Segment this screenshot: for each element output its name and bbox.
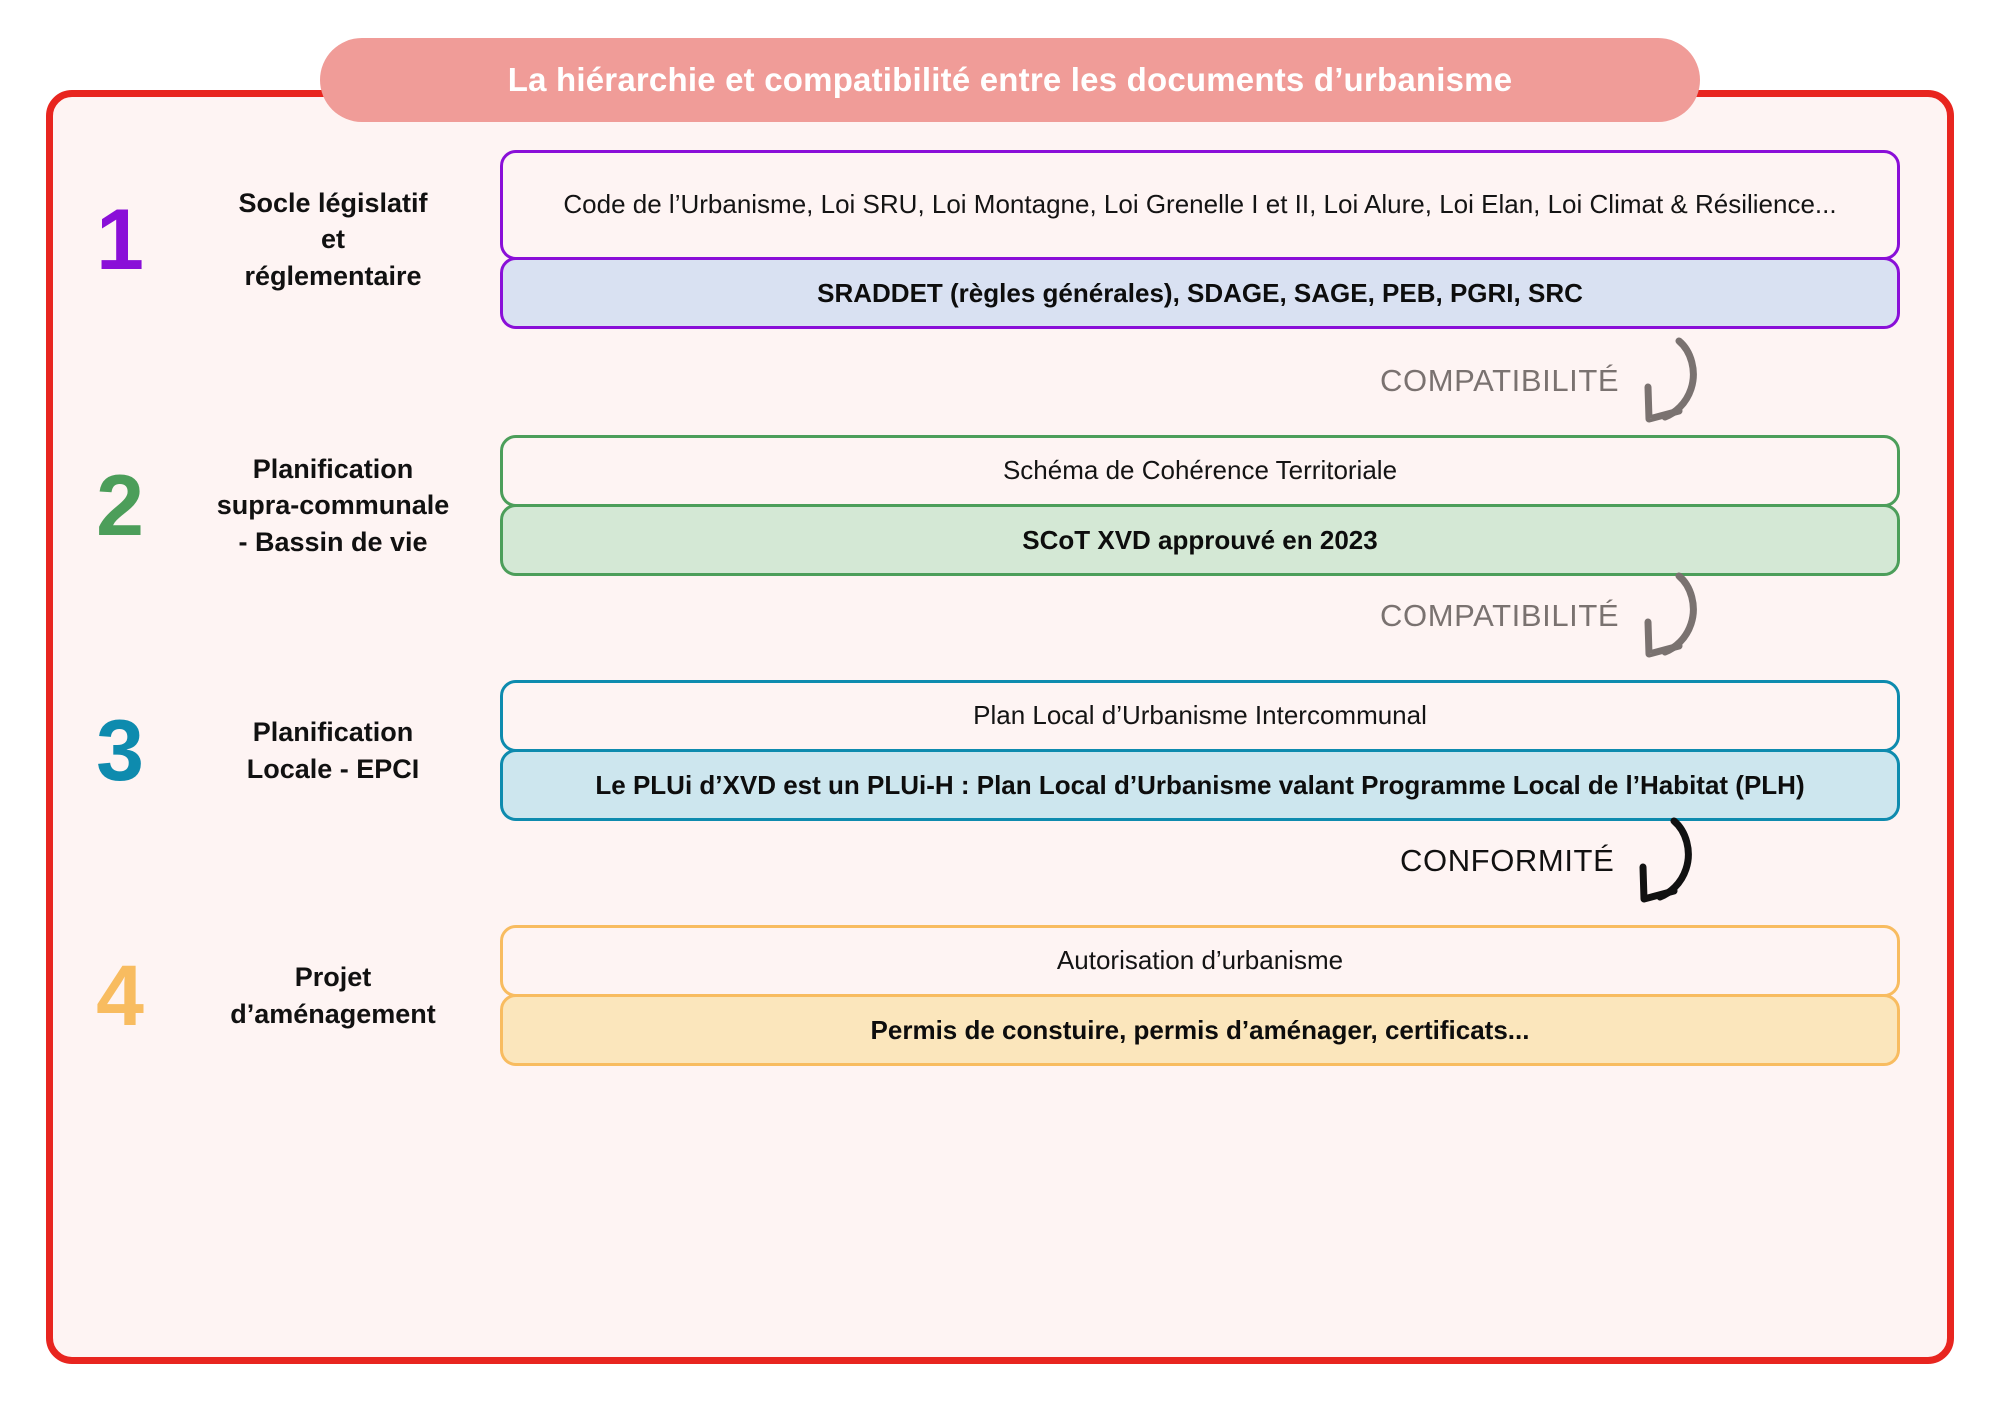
level-3-number: 3 bbox=[96, 702, 144, 799]
level-row-4: 4 Projet d’aménagement Autorisation d’ur… bbox=[60, 925, 1900, 1066]
level-2-bottom-box: SCoT XVD approuvé en 2023 bbox=[500, 504, 1900, 576]
level-1-heading: 1 Socle législatif et réglementaire bbox=[60, 185, 500, 294]
level-3-label: Planification Locale - EPCI bbox=[246, 717, 420, 784]
level-3-boxes: Plan Local d’Urbanisme Intercommunal Le … bbox=[500, 680, 1900, 821]
connector-conformite: CONFORMITÉ bbox=[1400, 815, 1696, 907]
level-3-heading: 3 Planification Locale - EPCI bbox=[60, 708, 500, 794]
level-1-top-box: Code de l’Urbanisme, Loi SRU, Loi Montag… bbox=[500, 150, 1900, 260]
diagram-title-pill: La hiérarchie et compatibilité entre les… bbox=[320, 38, 1700, 122]
curved-down-arrow-icon bbox=[1644, 572, 1698, 658]
level-3-bottom-box: Le PLUi d’XVD est un PLUi-H : Plan Local… bbox=[500, 749, 1900, 821]
connector-label-3: CONFORMITÉ bbox=[1400, 843, 1615, 878]
level-3-top-box: Plan Local d’Urbanisme Intercommunal bbox=[500, 680, 1900, 752]
level-1-bottom-box: SRADDET (règles générales), SDAGE, SAGE,… bbox=[500, 257, 1900, 329]
level-4-bottom-box: Permis de constuire, permis d’aménager, … bbox=[500, 994, 1900, 1066]
level-row-2: 2 Planification supra-communale - Bassin… bbox=[60, 435, 1900, 576]
level-2-number: 2 bbox=[96, 457, 144, 554]
level-1-number: 1 bbox=[96, 191, 144, 288]
curved-down-arrow-icon bbox=[1644, 337, 1698, 423]
page-title: La hiérarchie et compatibilité entre les… bbox=[507, 61, 1513, 98]
level-row-3: 3 Planification Locale - EPCI Plan Local… bbox=[60, 680, 1900, 821]
connector-label-1: COMPATIBILITÉ bbox=[1380, 363, 1620, 398]
level-1-boxes: Code de l’Urbanisme, Loi SRU, Loi Montag… bbox=[500, 150, 1900, 329]
level-row-1: 1 Socle législatif et réglementaire Code… bbox=[60, 150, 1900, 329]
level-2-top-box: Schéma de Cohérence Territoriale bbox=[500, 435, 1900, 507]
connector-compatibilite-1: COMPATIBILITÉ bbox=[1380, 335, 1701, 427]
level-4-number: 4 bbox=[96, 947, 144, 1044]
level-1-label: Socle législatif et réglementaire bbox=[238, 187, 428, 291]
level-2-heading: 2 Planification supra-communale - Bassin… bbox=[60, 451, 500, 560]
curved-down-arrow-icon bbox=[1639, 817, 1693, 903]
level-4-top-box: Autorisation d’urbanisme bbox=[500, 925, 1900, 997]
level-2-boxes: Schéma de Cohérence Territoriale SCoT XV… bbox=[500, 435, 1900, 576]
connector-label-2: COMPATIBILITÉ bbox=[1380, 598, 1620, 633]
level-4-boxes: Autorisation d’urbanisme Permis de const… bbox=[500, 925, 1900, 1066]
level-4-label: Projet d’aménagement bbox=[230, 962, 436, 1029]
level-4-heading: 4 Projet d’aménagement bbox=[60, 953, 500, 1039]
level-2-label: Planification supra-communale - Bassin d… bbox=[216, 453, 450, 557]
connector-compatibilite-2: COMPATIBILITÉ bbox=[1380, 570, 1701, 662]
